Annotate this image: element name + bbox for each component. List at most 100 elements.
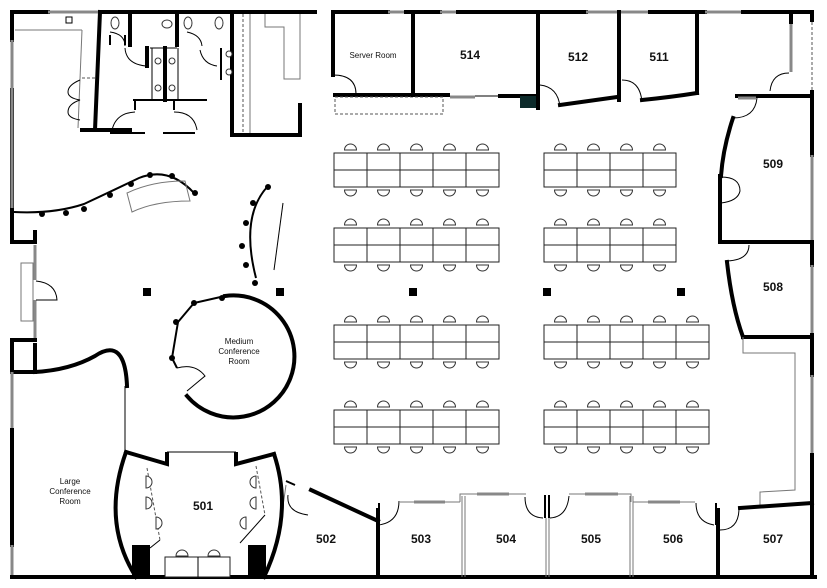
workstation-cluster xyxy=(543,315,710,369)
desk xyxy=(675,409,710,428)
desk xyxy=(576,152,611,171)
chair-icon xyxy=(619,143,634,151)
room-label-504: 504 xyxy=(495,532,517,546)
chair-icon xyxy=(409,400,424,408)
desk xyxy=(675,324,710,343)
chair-icon xyxy=(586,315,601,323)
chair-icon xyxy=(475,218,490,226)
chair-icon xyxy=(343,400,358,408)
desk xyxy=(465,152,500,171)
chair-icon xyxy=(442,264,457,272)
chair-icon xyxy=(619,361,634,369)
chair-icon xyxy=(409,218,424,226)
chair-icon xyxy=(475,143,490,151)
desk xyxy=(399,169,434,188)
chair-icon xyxy=(343,143,358,151)
desk xyxy=(333,169,368,188)
room-label-509: 509 xyxy=(762,157,784,171)
room-label-508: 508 xyxy=(762,280,784,294)
chair-icon xyxy=(586,264,601,272)
desk xyxy=(399,426,434,445)
desk xyxy=(399,244,434,263)
chair-icon xyxy=(475,189,490,197)
desk xyxy=(642,341,677,360)
workstation-cluster xyxy=(543,218,677,272)
curved-feature-walls xyxy=(13,172,284,452)
workstation-cluster xyxy=(333,400,500,454)
desk xyxy=(432,324,467,343)
desk xyxy=(399,324,434,343)
desk xyxy=(543,341,578,360)
desk xyxy=(609,341,644,360)
chair-icon xyxy=(553,315,568,323)
desk xyxy=(642,152,677,171)
chair-icon xyxy=(685,315,700,323)
desk xyxy=(399,409,434,428)
desk xyxy=(366,169,401,188)
chair-icon xyxy=(376,218,391,226)
chair-icon xyxy=(409,315,424,323)
column-icon xyxy=(409,288,417,296)
chair-icon xyxy=(376,315,391,323)
chair-icon xyxy=(553,400,568,408)
chair-icon xyxy=(442,315,457,323)
chair-icon xyxy=(652,315,667,323)
restroom-block xyxy=(15,9,335,137)
chair-icon xyxy=(409,361,424,369)
room-501 xyxy=(113,449,284,580)
room-label-506: 506 xyxy=(662,532,684,546)
desk xyxy=(675,341,710,360)
chair-icon xyxy=(553,189,568,197)
chair-icon xyxy=(652,446,667,454)
room-label-511: 511 xyxy=(649,50,669,64)
desk xyxy=(465,227,500,246)
room-label-505: 505 xyxy=(580,532,602,546)
desk xyxy=(399,152,434,171)
room-label-512: 512 xyxy=(567,50,589,64)
desk xyxy=(399,341,434,360)
chair-icon xyxy=(343,264,358,272)
desk xyxy=(465,169,500,188)
desk xyxy=(333,244,368,263)
chair-icon xyxy=(553,218,568,226)
chair-icon xyxy=(619,218,634,226)
desk xyxy=(399,227,434,246)
chair-icon xyxy=(376,189,391,197)
desk xyxy=(543,244,578,263)
desk xyxy=(465,426,500,445)
desk xyxy=(432,152,467,171)
chair-icon xyxy=(442,218,457,226)
desk xyxy=(366,324,401,343)
desk xyxy=(366,341,401,360)
chair-icon xyxy=(343,315,358,323)
desk xyxy=(366,409,401,428)
chair-icon xyxy=(619,264,634,272)
workstation-cluster xyxy=(333,143,500,197)
column-icon xyxy=(143,288,151,296)
desk xyxy=(333,409,368,428)
column-icon xyxy=(677,288,685,296)
desk xyxy=(576,324,611,343)
chair-icon xyxy=(376,361,391,369)
chair-icon xyxy=(553,143,568,151)
desk xyxy=(609,152,644,171)
desk xyxy=(609,227,644,246)
desk xyxy=(465,324,500,343)
chair-icon xyxy=(685,446,700,454)
chair-icon xyxy=(376,264,391,272)
chair-icon xyxy=(442,446,457,454)
desk xyxy=(432,409,467,428)
chair-icon xyxy=(619,189,634,197)
chair-icon xyxy=(376,143,391,151)
room-label-server: Server Room xyxy=(349,51,397,60)
room-label-medium-conference: Medium Conference Room xyxy=(218,337,260,366)
chair-icon xyxy=(475,400,490,408)
north-offices xyxy=(331,10,700,115)
east-offices xyxy=(718,10,814,505)
chair-icon xyxy=(409,189,424,197)
chair-icon xyxy=(586,446,601,454)
desk xyxy=(333,227,368,246)
medium-conference-room xyxy=(169,293,297,420)
room-label-501: 501 xyxy=(192,499,214,513)
chair-icon xyxy=(586,143,601,151)
